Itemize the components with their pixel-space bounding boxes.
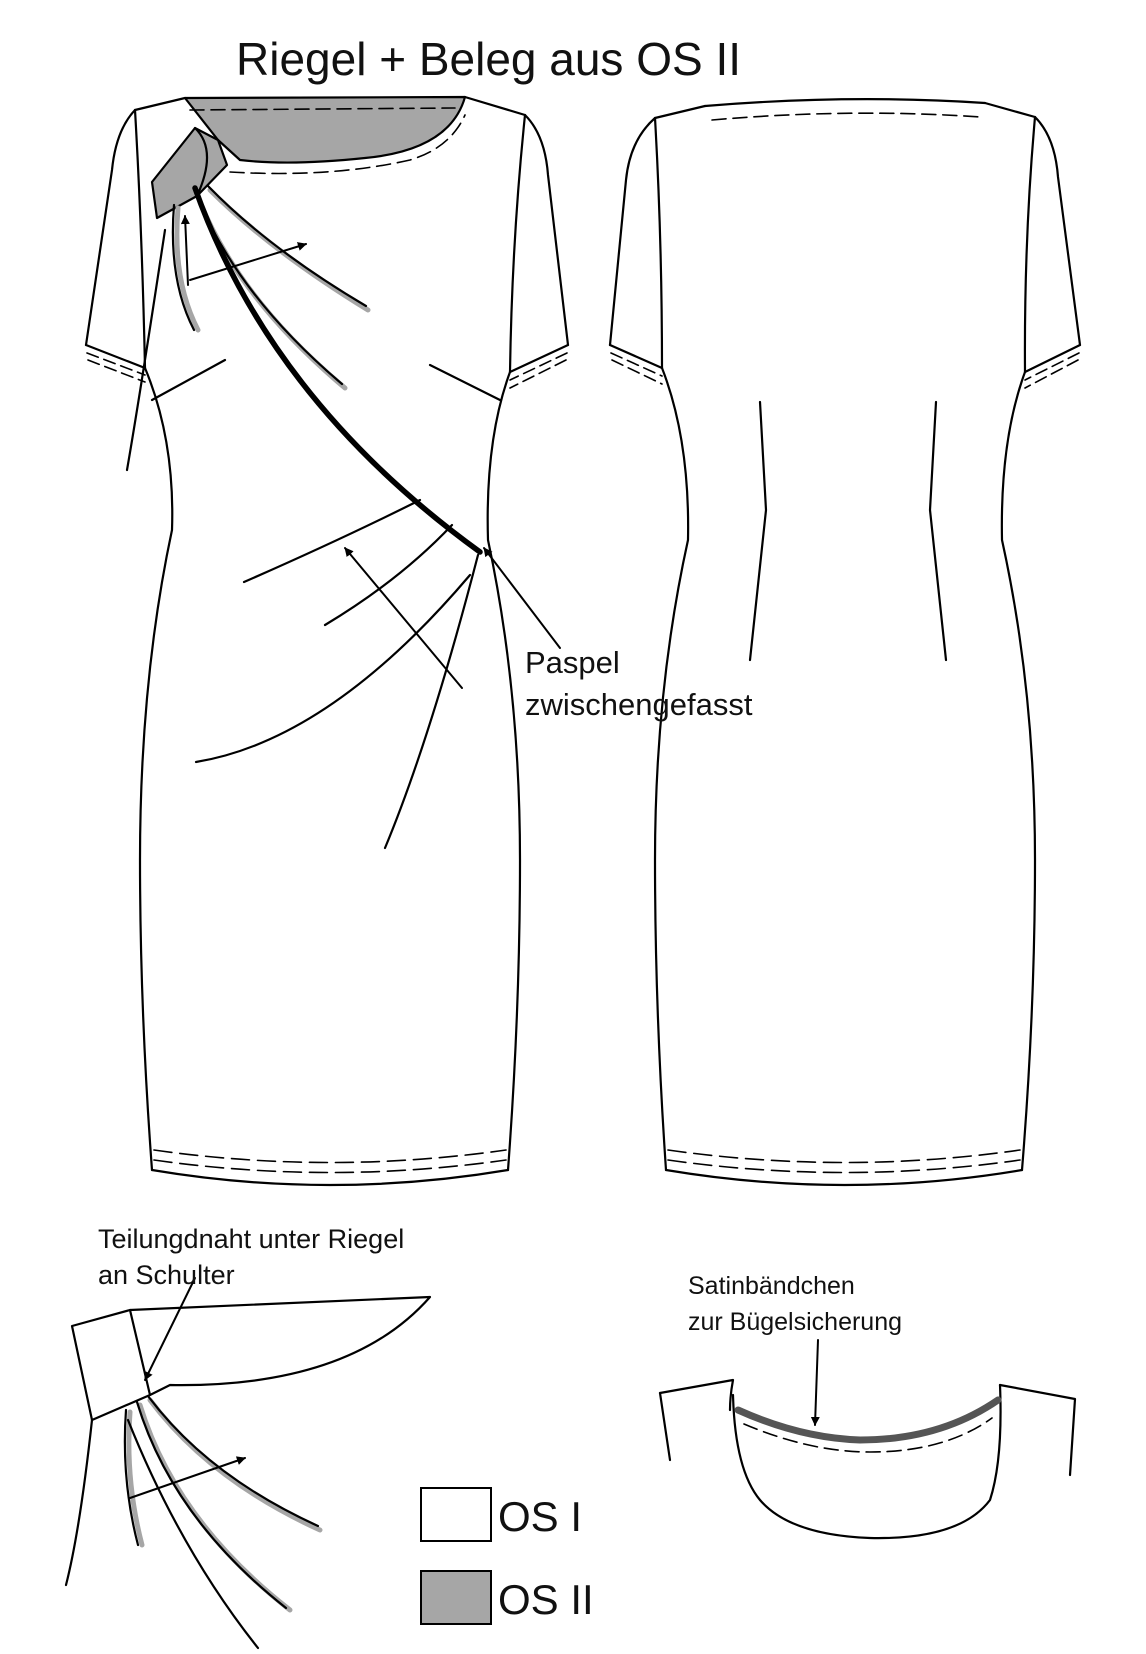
front-right-sleeve-stitch-1	[509, 352, 568, 381]
arrow-seam-under-tab	[144, 1277, 196, 1381]
detail-facing-shape	[731, 1383, 1002, 1540]
front-waist-mark-left	[150, 358, 227, 402]
back-left-shoulder	[608, 104, 707, 347]
back-hem	[664, 1168, 1024, 1187]
legend-label-os2: OS II	[498, 1576, 594, 1623]
detail-drape-line-2	[126, 1418, 260, 1650]
front-hem-stitch-2	[153, 1159, 507, 1174]
front-hem-stitch-1	[153, 1149, 507, 1164]
detail-neck-stitch	[743, 1417, 993, 1453]
front-right-armhole	[508, 113, 527, 374]
front-right-sleeve-hem	[508, 343, 570, 374]
back-dart-left	[748, 400, 768, 662]
arrow-lower-drape	[344, 547, 463, 689]
back-left-armhole	[653, 116, 664, 370]
detail-neck-arrows	[810, 1339, 820, 1426]
front-neck-topstitch-lower	[229, 114, 466, 175]
detail-fold-2	[137, 1402, 293, 1613]
legend-label-os1: OS I	[498, 1493, 583, 1540]
front-neck-topstitch	[189, 107, 456, 111]
detail-neck-shoulder-left	[658, 1378, 735, 1412]
front-hem	[150, 1168, 510, 1187]
arrow-satin-ribbon	[810, 1339, 820, 1426]
detail-neck-facing	[658, 1378, 1077, 1540]
back-right-sleeve-stitch-1	[1024, 352, 1080, 381]
back-right-armhole	[1023, 115, 1037, 374]
front-fold-1	[207, 187, 371, 313]
back-right-side-seam	[1000, 370, 1037, 1172]
detail-shoulder-arrows	[129, 1277, 246, 1499]
detail-shoulder-seam	[64, 1295, 432, 1650]
back-neck-topstitch	[711, 112, 981, 121]
front-left-side-seam	[138, 366, 174, 1172]
detail-fold-3	[126, 1409, 145, 1548]
label-satin-line1: Satinbändchen	[688, 1272, 855, 1300]
front-dress-view	[84, 95, 570, 1187]
arrow-fold-direction	[189, 242, 307, 281]
front-left-sleeve-hem	[84, 343, 147, 370]
front-right-sleeve-stitch-2	[509, 359, 567, 389]
front-neck-facing	[183, 95, 467, 164]
back-dress-view	[608, 98, 1082, 1187]
legend-swatch-os2	[420, 1570, 492, 1625]
back-left-side-seam	[653, 366, 690, 1172]
diagram-title: Riegel + Beleg aus OS II	[236, 33, 742, 85]
back-dart-right	[928, 400, 948, 662]
front-drape-line-4	[383, 553, 480, 850]
front-arrows	[180, 215, 561, 689]
arrow-detail-fold	[129, 1456, 246, 1499]
label-seam-line2: an Schulter	[98, 1260, 235, 1290]
front-drape-line-1	[242, 498, 422, 584]
detail-neck-shoulder-right	[998, 1383, 1077, 1477]
front-fold-3	[174, 205, 201, 333]
back-left-sleeve-stitch-2	[611, 359, 663, 385]
front-left-armhole	[133, 108, 147, 370]
back-right-sleeve-hem	[1023, 343, 1082, 374]
back-right-sleeve-stitch-2	[1024, 359, 1079, 389]
label-satin-line2: zur Bügelsicherung	[688, 1308, 903, 1336]
label-seam-line1: Teilungdnaht unter Riegel	[98, 1224, 405, 1254]
front-piping	[192, 185, 483, 555]
arrow-piping	[483, 547, 561, 649]
front-left-sleeve-stitch-1	[86, 352, 146, 376]
back-left-sleeve-stitch-1	[610, 352, 663, 377]
arrow-tab-seam	[180, 215, 190, 286]
back-neckline	[703, 98, 987, 108]
back-left-sleeve-hem	[608, 343, 664, 370]
back-hem-stitch-2	[667, 1159, 1021, 1174]
label-piping-line2: zwischengefasst	[525, 687, 753, 722]
front-fold-2	[197, 199, 348, 391]
legend-swatch-os1	[420, 1487, 492, 1542]
front-drape-line-2	[323, 523, 454, 627]
front-tab-riegel	[150, 126, 229, 220]
label-piping-line1: Paspel	[525, 645, 620, 680]
front-waist-mark-right	[428, 363, 502, 402]
front-right-side-seam	[486, 370, 522, 1172]
detail-fold-1	[147, 1397, 323, 1533]
detail-facing-curve	[128, 1295, 432, 1397]
detail-satin-ribbon	[734, 1396, 1002, 1444]
detail-drape-line	[64, 1418, 94, 1587]
front-left-sleeve-stitch-2	[87, 359, 146, 383]
back-hem-stitch-1	[667, 1149, 1021, 1164]
front-waist-mark-bottom	[125, 228, 167, 472]
front-drape-line-3	[194, 573, 472, 764]
